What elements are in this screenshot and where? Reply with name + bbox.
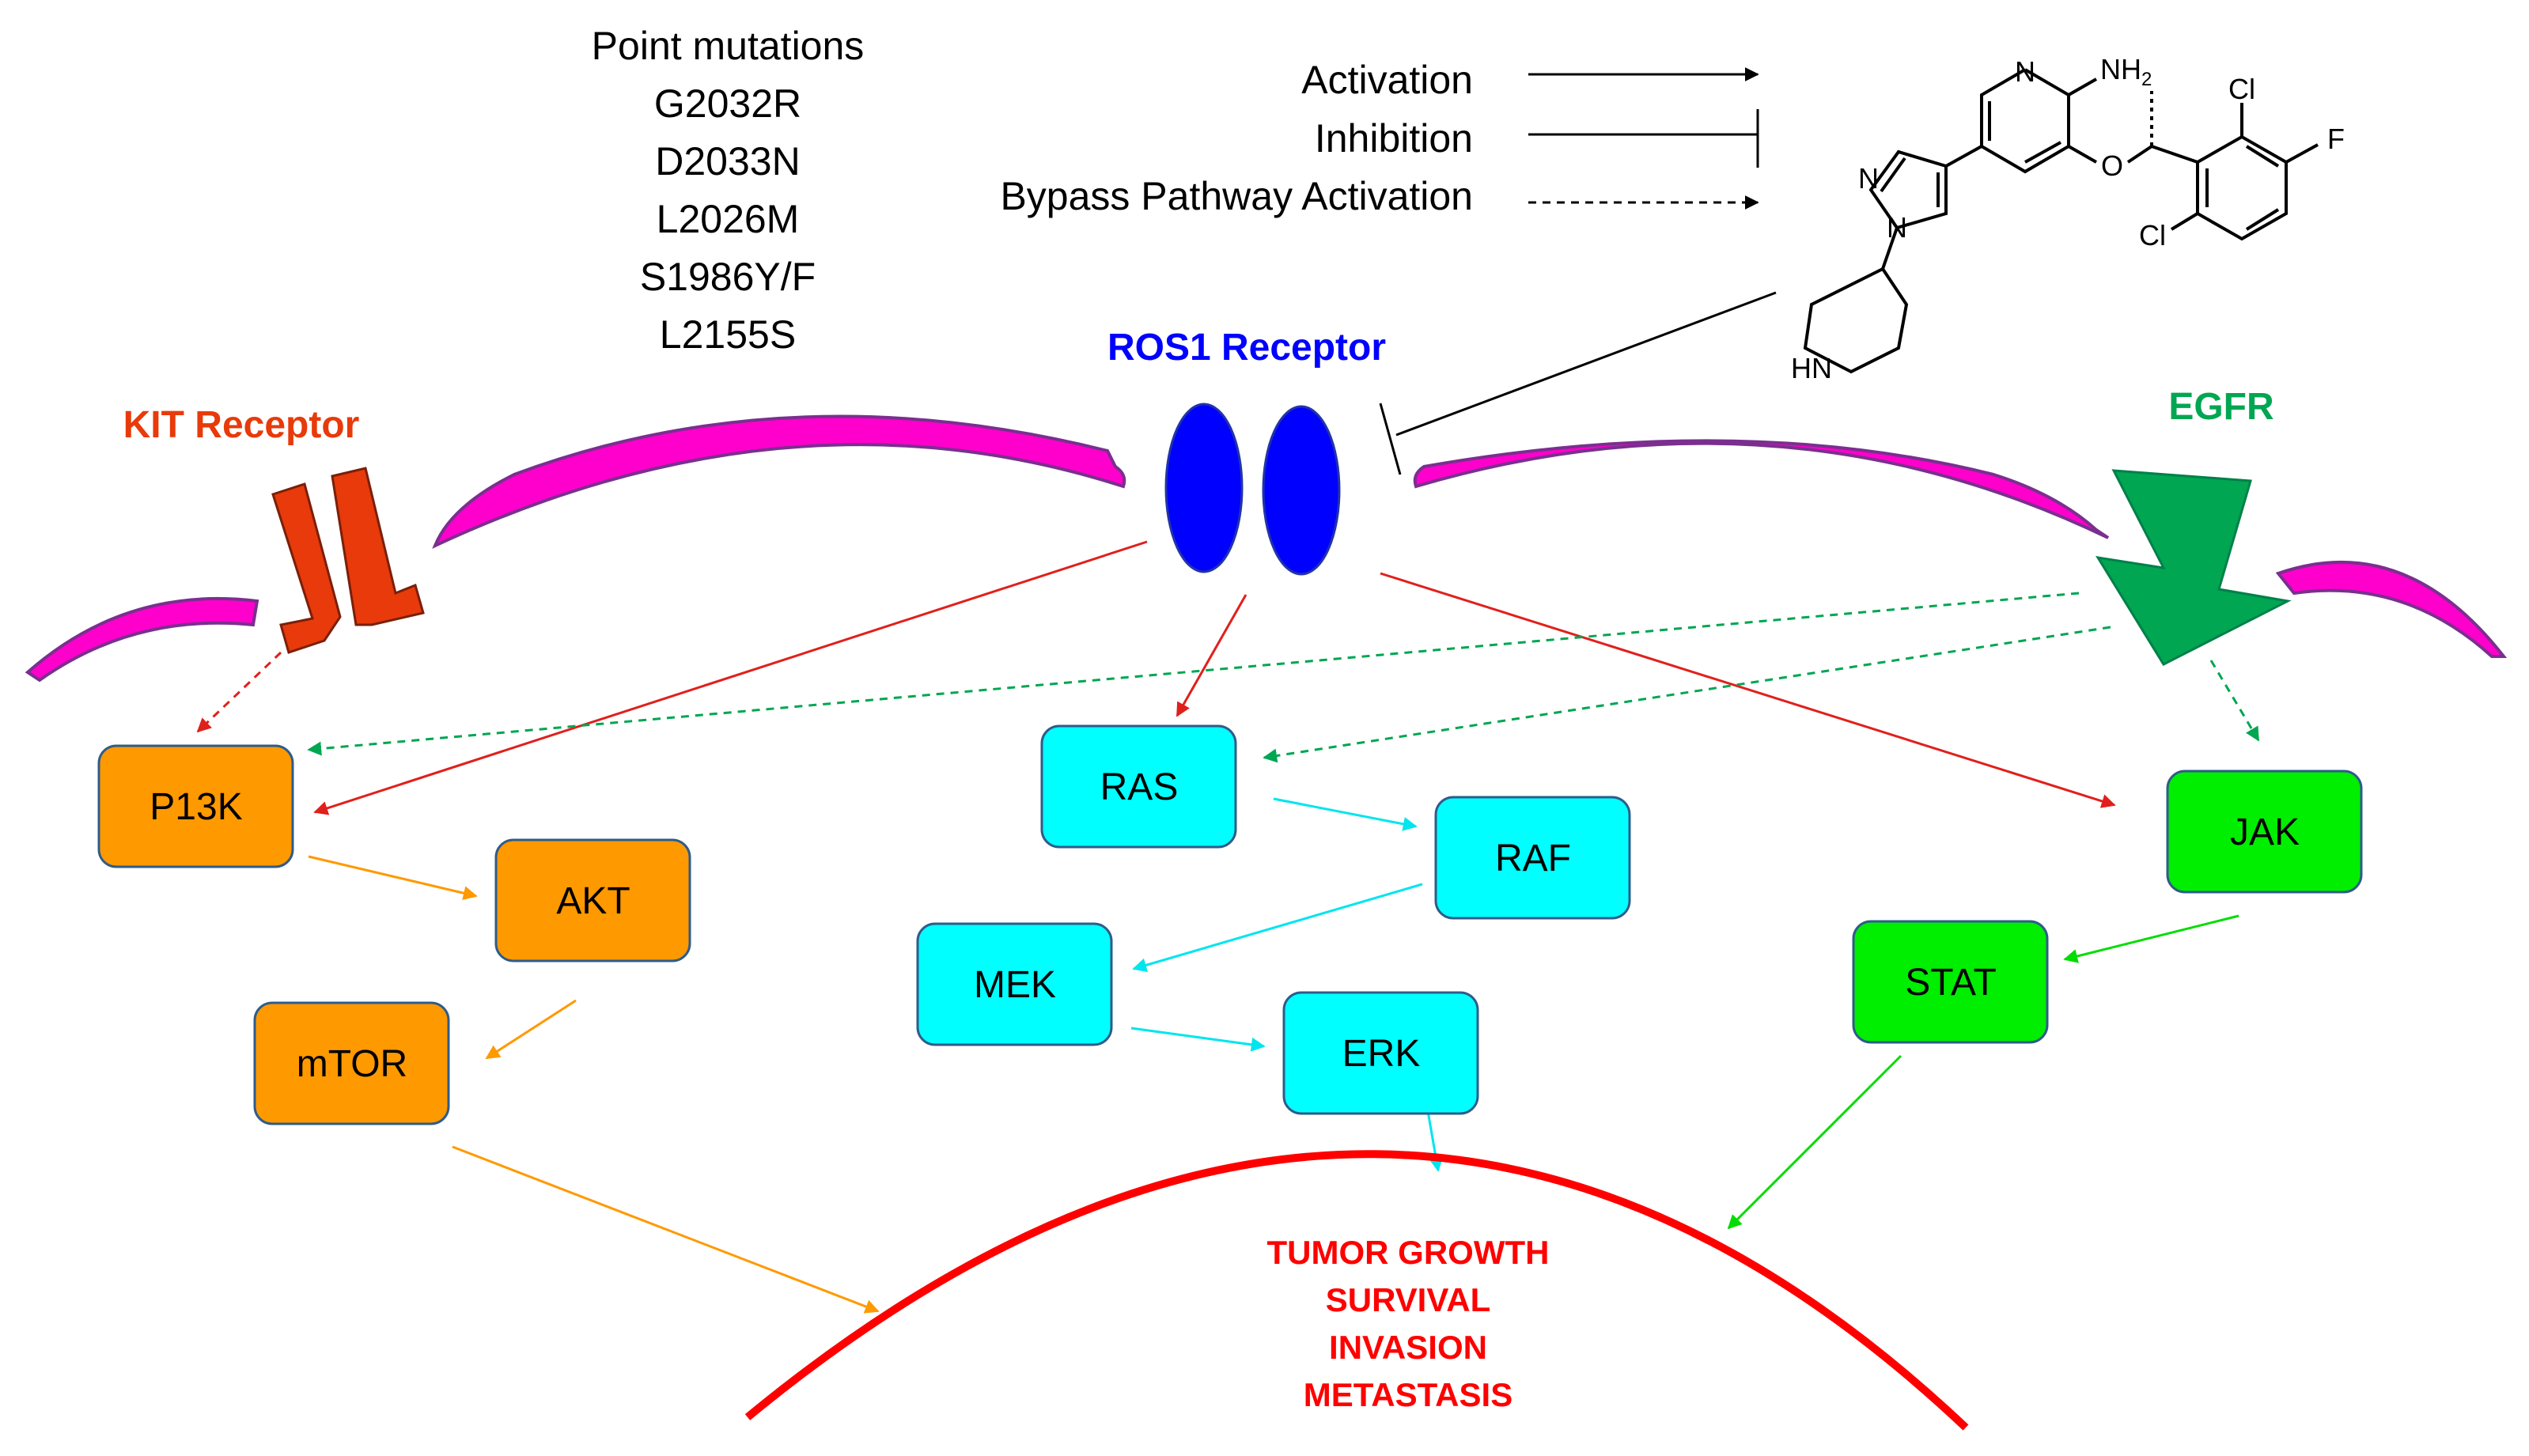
node-p13k-label: P13K [150,786,242,828]
membrane-arc-left-small [25,596,259,683]
node-stat-label: STAT [1905,962,1997,1004]
mutation-item: S1986Y/F [640,255,816,299]
legend: Activation Inhibition Bypass Pathway Act… [1000,58,1759,218]
atom-f: F [2327,123,2345,155]
node-erk: ERK [1282,991,1479,1115]
outcome-invasion: INVASION [1329,1329,1487,1366]
node-mek-label: MEK [974,964,1056,1006]
node-akt-label: AKT [556,880,630,922]
arrow-ros1-to-ras [1176,594,1247,717]
kit-receptor-shape [271,467,425,654]
bypass-egfr-to-ras [1263,626,2111,763]
node-erk-label: ERK [1342,1033,1421,1075]
node-mtor: mTOR [253,1001,450,1125]
legend-inhibition-label: Inhibition [1315,116,1473,161]
mutation-item: L2026M [657,197,800,241]
node-ras: RAS [1040,724,1237,849]
atom-n-pyrazole-1: N [1858,162,1879,195]
legend-activation-label: Activation [1301,58,1473,102]
arrow-ros1-to-jak [1380,572,2116,808]
outcome-metastasis: METASTASIS [1304,1376,1512,1413]
kit-receptor-label: KIT Receptor [123,404,360,446]
egfr-bypass-arrows [307,592,2260,763]
node-mtor-label: mTOR [297,1043,407,1085]
atom-n-pyrazole-2: N [1887,211,1907,244]
pyrazole-ring [1868,149,1948,230]
outcome-survival: SURVIVAL [1326,1281,1490,1318]
mutation-item: G2032R [654,81,801,126]
pathway-nodes: P13K AKT mTOR RAS RAF MEK ERK JAK [97,724,2363,1125]
atom-n-pyridine: N [2015,55,2035,88]
pi3k-pathway-arrows [308,855,880,1314]
mutation-item: L2155S [660,312,796,357]
node-p13k: P13K [97,744,294,868]
node-raf-label: RAF [1495,838,1571,879]
atom-cl-top: Cl [2228,73,2255,105]
outcome-tumor-growth: TUMOR GROWTH [1267,1234,1550,1271]
jak-stat-pathway-arrows [1727,914,2239,1230]
membrane-arc-right-large [1413,439,2110,539]
nucleus-membrane-arc [744,1150,1969,1431]
point-mutations-list: Point mutations G2032R D2033N L2026M S19… [592,24,865,357]
ros1-receptor-label: ROS1 Receptor [1107,327,1386,369]
mutation-item: D2033N [655,139,800,183]
ros1-activation-arrows [313,540,2116,815]
atom-cl-bottom: Cl [2139,219,2166,251]
node-ras-label: RAS [1100,766,1179,808]
node-raf: RAF [1434,796,1631,920]
inhibition-bar-ros1 [1379,403,1402,475]
egfr-receptor-shape [2096,469,2292,666]
egfr-label: EGFR [2168,386,2273,428]
ros1-receptor-subunit-right [1262,405,1341,576]
node-jak-label: JAK [2230,811,2300,853]
atom-nh2: NH2 [2100,53,2152,90]
phenyl-ring [2196,134,2288,241]
outcomes: TUMOR GROWTH SURVIVAL INVASION METASTASI… [1267,1234,1550,1413]
bypass-egfr-to-jak [2209,660,2260,742]
membrane-arc-right-small [2275,560,2508,658]
atom-hn: HN [1791,352,1832,384]
node-stat: STAT [1852,920,2049,1044]
node-akt: AKT [494,838,691,962]
inhibitor-molecule [1803,68,2319,374]
bypass-kit-to-p13k [196,651,282,733]
cell-membrane [25,414,2508,683]
node-mek: MEK [916,922,1113,1046]
membrane-arc-left-large [432,414,1126,549]
piperidine-ring [1803,267,1909,374]
inhibition-molecule-ros1 [1395,291,1777,437]
arrow-ros1-to-p13k [313,540,1148,815]
legend-bypass-label: Bypass Pathway Activation [1000,174,1473,218]
molecule-atom-labels: N NH2 O Cl F Cl N N HN [1791,53,2345,384]
mutations-title: Point mutations [592,24,865,68]
ros1-receptor-subunit-left [1164,403,1244,573]
node-jak: JAK [2166,770,2363,894]
atom-o: O [2101,149,2123,182]
bypass-egfr-to-p13k [307,592,2080,756]
